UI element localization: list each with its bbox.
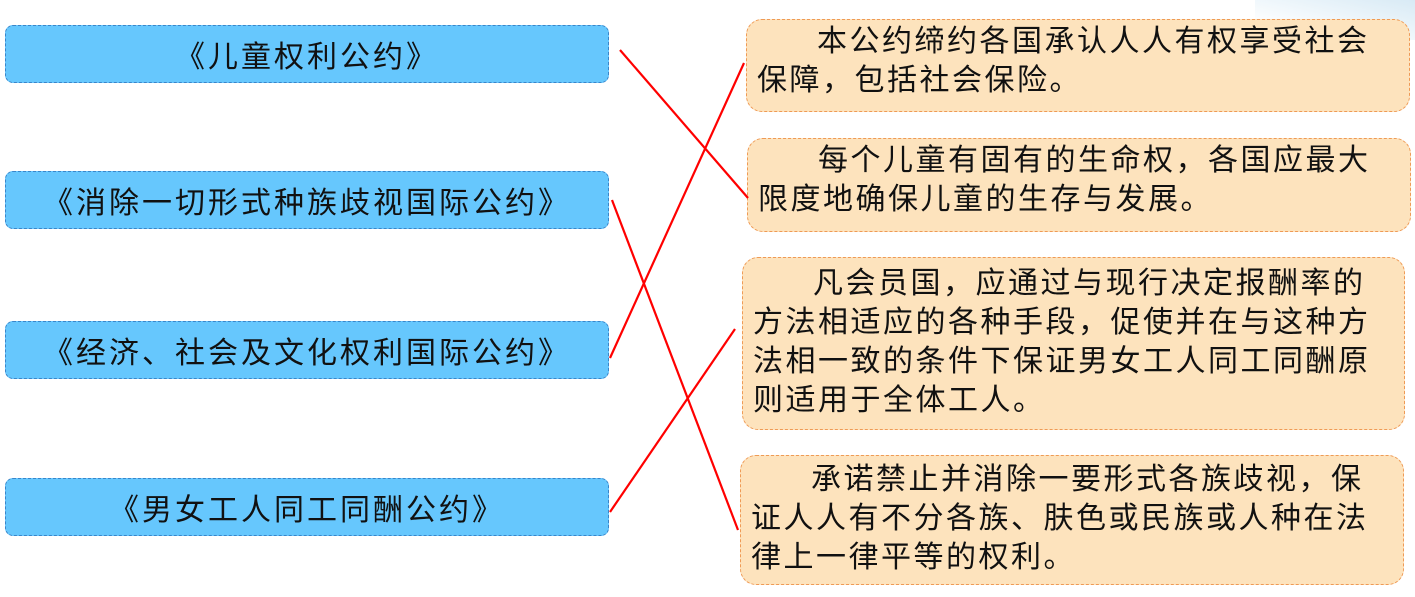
convention-box-racial-discrimination[interactable]: 《消除一切形式种族歧视国际公约》 [5,171,609,229]
match-line-3 [608,62,746,359]
match-line-4 [609,328,736,513]
convention-box-equal-remuneration[interactable]: 《男女工人同工同酬公约》 [5,478,609,536]
description-box-3[interactable]: 凡会员国，应通过与现行决定报酬率的方法相适应的各种手段，促使并在与这种方法相一致… [742,257,1405,430]
convention-box-economic-social-cultural[interactable]: 《经济、社会及文化权利国际公约》 [5,321,609,379]
description-text: 承诺禁止并消除一要形式各族歧视，保证人人有不分各族、肤色或民族或人种在法律上一律… [751,462,1369,575]
description-box-1[interactable]: 本公约缔约各国承认人人有权享受社会保障，包括社会保险。 [746,19,1410,112]
convention-box-children-rights[interactable]: 《儿童权利公约》 [5,25,609,83]
convention-label: 《男女工人同工同酬公约》 [109,493,505,528]
match-line-2 [610,199,740,531]
description-text: 每个儿童有固有的生命权，各国应最大限度地确保儿童的生存与发展。 [758,143,1371,217]
convention-label: 《儿童权利公约》 [175,40,439,75]
convention-label: 《经济、社会及文化权利国际公约》 [43,336,571,371]
description-text: 本公约缔约各国承认人人有权享受社会保障，包括社会保险。 [757,24,1370,98]
description-box-2[interactable]: 每个儿童有固有的生命权，各国应最大限度地确保儿童的生存与发展。 [747,138,1411,232]
description-text: 凡会员国，应通过与现行决定报酬率的方法相适应的各种手段，促使并在与这种方法相一致… [753,266,1371,418]
match-line-1 [619,49,749,199]
description-box-4[interactable]: 承诺禁止并消除一要形式各族歧视，保证人人有不分各族、肤色或民族或人种在法律上一律… [740,455,1404,585]
convention-label: 《消除一切形式种族歧视国际公约》 [43,186,571,221]
